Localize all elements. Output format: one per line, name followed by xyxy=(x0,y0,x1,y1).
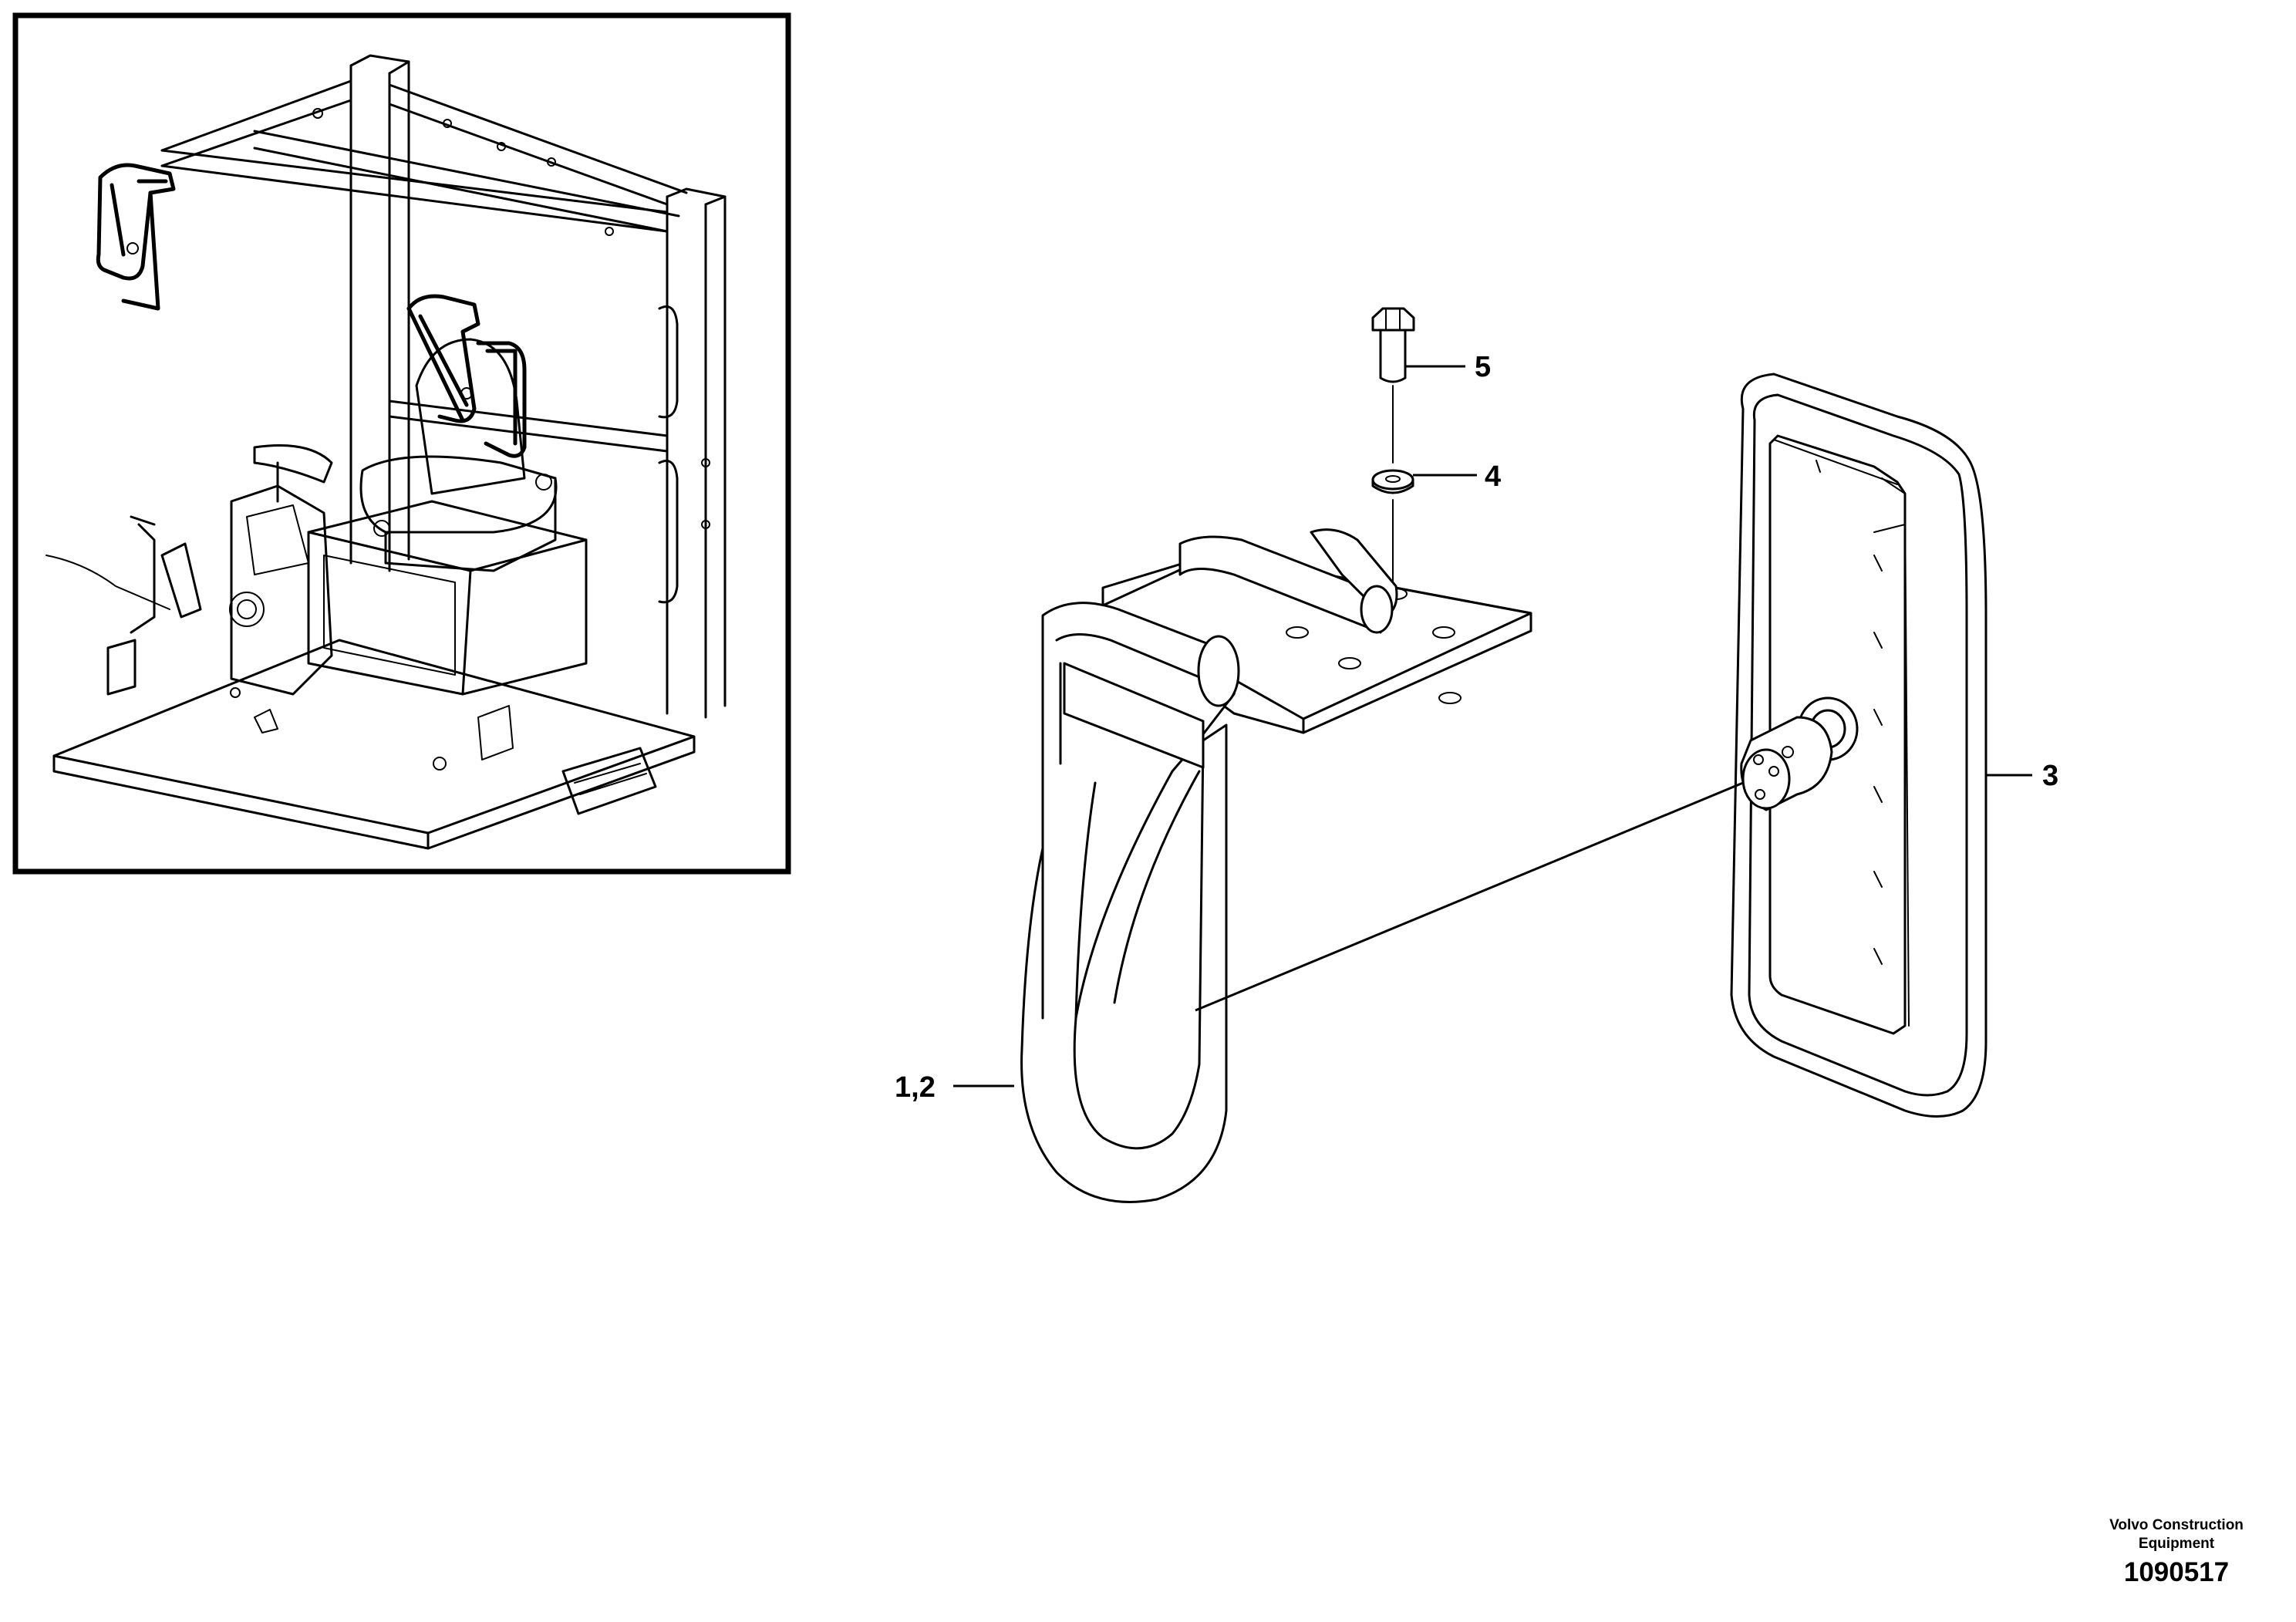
overview-inset xyxy=(12,12,791,875)
inset-frame xyxy=(12,12,791,875)
mirror-bracket-part xyxy=(1020,528,1532,1203)
leader-lines xyxy=(953,365,2032,1088)
console-and-box xyxy=(46,444,657,815)
cab-frame xyxy=(52,54,727,850)
callout-item-4: 4 xyxy=(1485,460,1501,493)
washer-part xyxy=(1371,469,1414,587)
company-name-line2: Equipment xyxy=(2139,1536,2215,1552)
mirror-left-highlight xyxy=(96,163,176,311)
mirror-part xyxy=(1730,373,1988,1118)
callout-item-5: 5 xyxy=(1475,351,1491,383)
bolt-part xyxy=(1371,307,1415,464)
callout-item-3: 3 xyxy=(2042,760,2058,792)
company-name-line1: Volvo Construction xyxy=(2109,1517,2244,1533)
document-number: 1090517 xyxy=(2124,1557,2229,1587)
mirror-right-highlight xyxy=(406,294,527,458)
callout-item-1-2: 1,2 xyxy=(895,1071,936,1104)
